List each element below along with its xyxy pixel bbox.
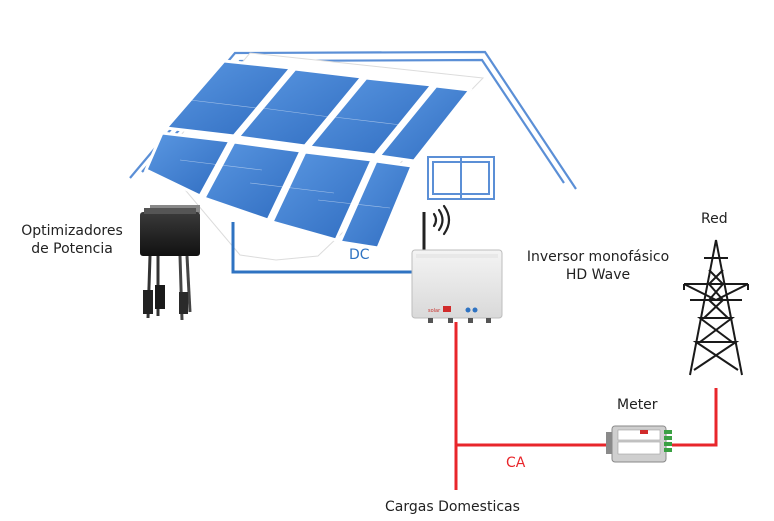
inverter-label-line2: HD Wave: [565, 267, 631, 283]
svg-text:solar: solar: [428, 308, 441, 314]
ac-line: [454, 322, 718, 490]
dc-label: DC: [349, 247, 370, 263]
transmission-tower-icon: [683, 239, 749, 376]
energy-meter-icon: [606, 425, 672, 463]
house-window: [427, 156, 495, 200]
solar-panel-7: [269, 150, 375, 242]
solar-panel-icon: [144, 52, 485, 261]
optimizers-label: Optimizadores de Potencia: [8, 222, 136, 258]
inverter-label-line1: Inversor monofásico: [526, 249, 670, 265]
inverter-icon: solar: [411, 212, 503, 323]
ac-label: CA: [506, 455, 526, 471]
solar-panel-6: [201, 140, 304, 222]
wifi-signal-icon: [432, 204, 451, 236]
power-optimizer-icon: [140, 205, 200, 321]
inverter-label: Inversor monofásico HD Wave: [518, 248, 678, 284]
loads-label: Cargas Domesticas: [385, 499, 520, 515]
solar-panel-3: [306, 76, 435, 157]
dc-line: [231, 222, 418, 274]
solar-panel-1: [163, 59, 294, 138]
optimizers-label-line2: de Potencia: [31, 241, 113, 257]
solar-panel-2: [235, 67, 365, 148]
meter-label: Meter: [617, 397, 658, 413]
optimizers-label-line1: Optimizadores: [21, 223, 123, 239]
solar-panel-5: [144, 131, 233, 198]
solar-panel-4: [376, 84, 473, 163]
grid-label: Red: [701, 211, 728, 227]
solar-panel-8: [337, 159, 415, 250]
